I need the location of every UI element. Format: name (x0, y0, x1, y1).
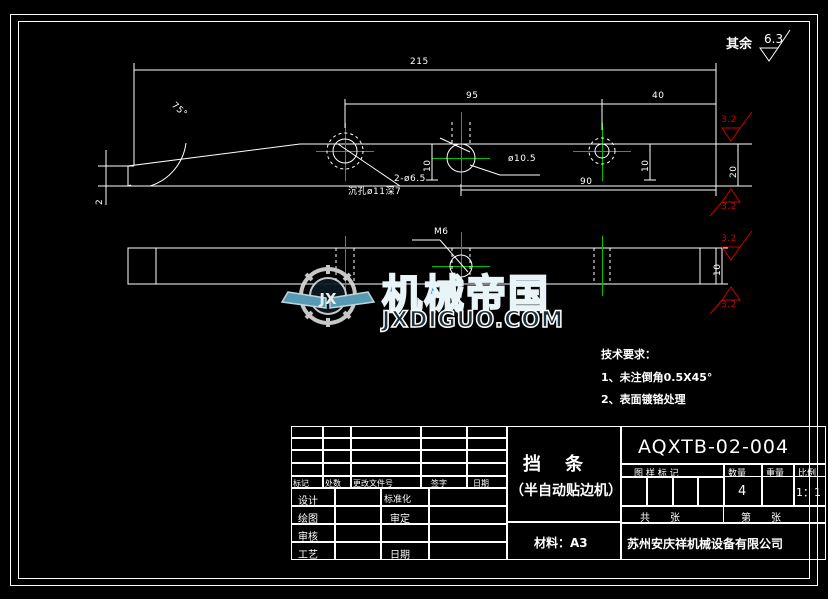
title-block: 标记 处数 更改文件号 签字 日期 设计 绘图 审核 工艺 标准化 审定 日期 … (291, 426, 826, 561)
roughness-label-2: 3.2 (721, 202, 737, 212)
spec-scale: 1：1 (796, 486, 821, 499)
counterbore-hole-callout: 2-ø6.5 (394, 174, 426, 184)
drawing-number: AQXTB-02-004 (638, 436, 790, 458)
dimension-90: 90 (580, 177, 593, 187)
roles-row-3 (291, 524, 507, 542)
role-process: 工艺 (298, 550, 318, 561)
watermark: JX 机械帝国 JXDIGUO.COM (278, 262, 578, 334)
roles-row-2 (291, 506, 507, 524)
centerline-hole3-v (602, 123, 603, 181)
drawing-number-cell (621, 426, 826, 464)
role-draw: 绘图 (298, 514, 318, 525)
side-centerline-3 (602, 236, 603, 296)
sheet-inner-border (18, 21, 810, 579)
roughness-label-3: 3.2 (721, 234, 737, 244)
rev-header-biaoji: 标记 (293, 479, 309, 488)
side-centerline-2h (432, 266, 490, 267)
counterbore-note-callout: 沉孔ø11深7 (348, 187, 402, 197)
rev-header-wenjianhao: 更改文件号 (353, 479, 393, 488)
role-standardize: 标准化 (384, 495, 412, 505)
part-name: 挡 条 (523, 454, 586, 475)
sheet-index: 第 张 (741, 513, 781, 524)
surface-note-label: 其余 (726, 37, 753, 52)
roles-row-4 (291, 542, 507, 560)
center-hole-callout: ø10.5 (508, 154, 537, 164)
role-approve: 审定 (390, 514, 410, 525)
dimension-95: 95 (466, 91, 479, 101)
role-date: 日期 (390, 550, 410, 561)
watermark-url-text: JXDIGUO.COM (381, 307, 564, 334)
svg-text:JX: JX (318, 290, 337, 308)
sheet-outer-border (10, 14, 818, 586)
tech-req-item-1: 1、未注倒角0.5X45° (601, 371, 713, 384)
spec-header-scale: 比例 (798, 469, 817, 479)
spec-header-mark: 图 样 标 记 (634, 469, 679, 479)
dimension-215: 215 (410, 57, 429, 67)
spec-header-qty: 数量 (728, 469, 747, 479)
rev-header-qianzi: 签字 (431, 479, 447, 488)
spec-mark-c1 (621, 477, 647, 506)
sheet-total-cell (621, 506, 724, 523)
rev-row-4 (291, 463, 507, 476)
material-cell (507, 522, 621, 560)
spec-mark-c4 (698, 477, 724, 506)
dimension-40: 40 (652, 91, 665, 101)
rev-row-2 (291, 438, 507, 450)
spec-header-weight: 重量 (766, 469, 785, 479)
part-name-cell (507, 426, 621, 522)
sheet-total: 共 张 (640, 513, 680, 524)
surface-note-value: 6.3 (764, 32, 784, 46)
roughness-label-4: 3.2 (721, 300, 737, 310)
spec-weight-cell (762, 464, 794, 506)
company-name: 苏州安庆祥机械设备有限公司 (627, 537, 784, 551)
company-cell (621, 523, 826, 560)
tech-req-title: 技术要求： (601, 348, 656, 361)
thread-callout: M6 (434, 227, 449, 237)
spec-mark-c2 (647, 477, 673, 506)
role-check: 审核 (298, 532, 318, 543)
side-centerline-1 (345, 236, 346, 296)
watermark-logo-icon: JX (280, 265, 376, 327)
rev-header-chushu: 处数 (325, 479, 341, 488)
rev-header-row (291, 476, 507, 488)
watermark-cn-text: 机械帝国 (381, 271, 550, 319)
centerline-hole1-v (345, 123, 346, 181)
role-design: 设计 (298, 496, 318, 507)
spec-quantity: 4 (738, 484, 747, 499)
roughness-label-1: 3.2 (721, 115, 737, 125)
machine-name: （半自动贴边机） (510, 483, 622, 499)
rev-row-1 (291, 426, 507, 438)
spec-mark-c3 (673, 477, 698, 506)
rev-row-3 (291, 450, 507, 463)
roles-row-1 (291, 488, 507, 506)
rev-header-riqi: 日期 (473, 479, 489, 488)
tech-req-item-2: 2、表面镀铬处理 (601, 393, 686, 406)
spec-qty-cell (724, 464, 762, 506)
spec-scale-cell (794, 464, 826, 506)
material-label: 材料：A3 (534, 536, 588, 550)
